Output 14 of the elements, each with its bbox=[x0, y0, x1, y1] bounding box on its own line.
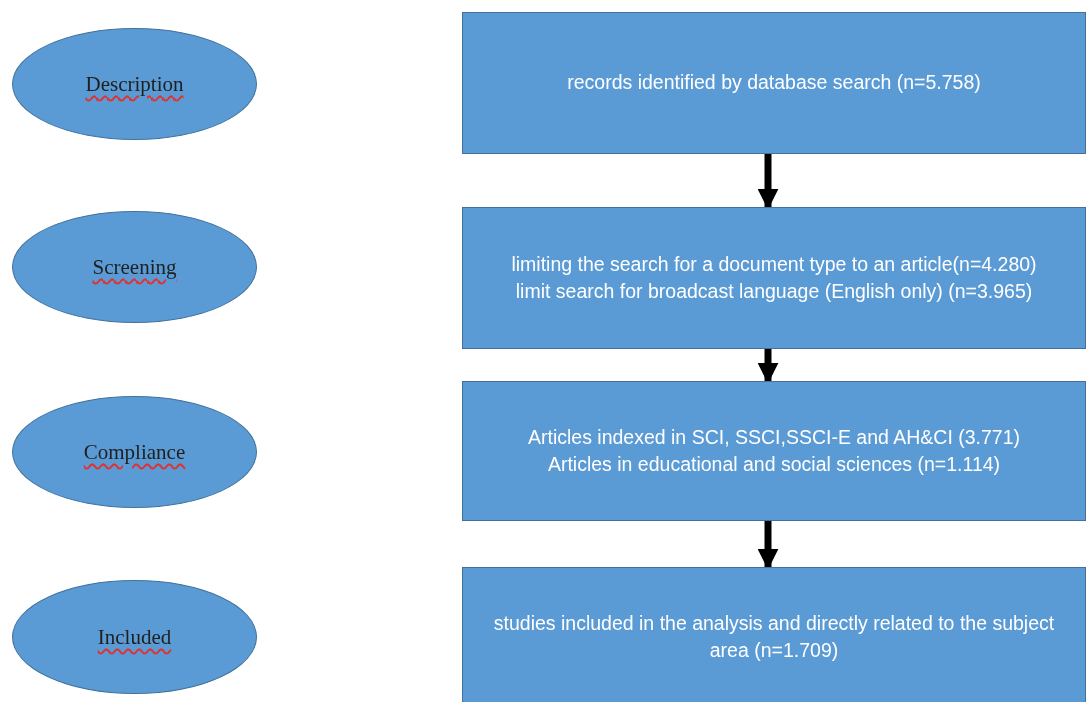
process-box bbox=[462, 381, 1086, 521]
process-text: limit search for broadcast language (English only) (n=3.965) bbox=[515, 279, 1033, 304]
process-text: limiting the search for a document type to an article(n=4.280) bbox=[511, 251, 1037, 277]
process-text: Articles indexed in SCI, SSCI,SSCI-E and AH&CI (3.771) bbox=[527, 424, 1020, 450]
process-box bbox=[462, 567, 1086, 702]
process-box bbox=[462, 12, 1086, 154]
stage-label: Screening bbox=[92, 254, 177, 280]
stage-label: Included bbox=[97, 624, 172, 650]
process-box bbox=[462, 207, 1086, 349]
stage-label: Description bbox=[85, 71, 184, 97]
process-text: Articles in educational and social sciences (n=1.114) bbox=[547, 452, 1001, 477]
stage-label: Compliance bbox=[83, 439, 186, 465]
process-text: records identified by database search (n=5.758) bbox=[567, 70, 981, 96]
process-text: studies included in the analysis and directly related to the subject area (n=1.709) bbox=[492, 610, 1056, 663]
